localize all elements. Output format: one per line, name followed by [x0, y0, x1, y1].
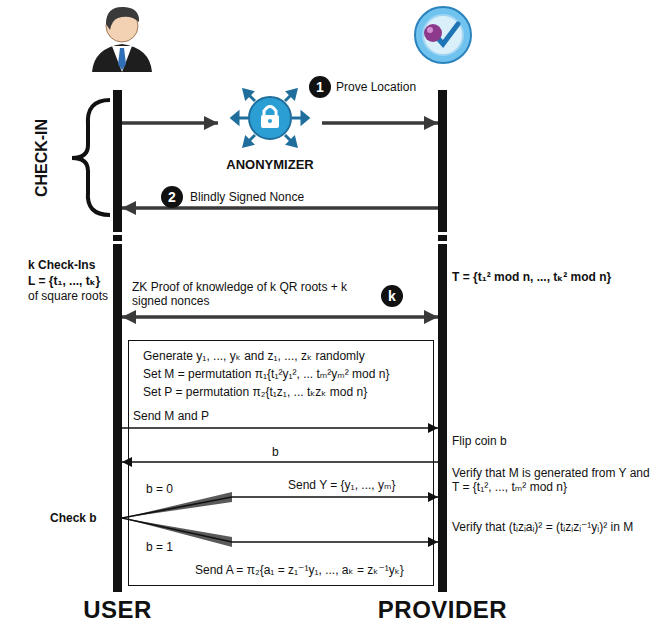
anonymizer-icon — [232, 90, 308, 146]
anonymizer-icon-part — [268, 119, 272, 123]
user-icon — [92, 7, 152, 72]
user-lifeline: USER — [113, 90, 122, 592]
message-label: Prove Location — [336, 80, 416, 94]
step-note: Check b — [50, 511, 97, 525]
message-arrow — [122, 461, 438, 463]
provider-lifeline: PROVIDER — [438, 90, 447, 592]
step-note: Verify that (tᵢzᵢaᵢ)² = (tᵢzᵢzᵢ⁻¹yᵢ)² in… — [452, 520, 652, 534]
message-arrow — [122, 518, 438, 542]
step-note: Flip coin b — [452, 434, 507, 448]
message-arrow — [122, 497, 438, 518]
message-label: Send M and P — [133, 409, 209, 423]
note: of square roots — [28, 289, 108, 303]
user-icon-part — [106, 7, 139, 30]
set-label: T = {t₁² mod n, ..., tₖ² mod n} — [452, 270, 611, 284]
callout-number: 1 — [309, 76, 331, 98]
anonymizer-icon-part — [264, 107, 276, 117]
message-label: b — [272, 445, 279, 459]
message-label: Blindly Signed Nonce — [190, 190, 304, 204]
node-title: ANONYMIZER — [226, 157, 313, 172]
anonymizer-icon-part — [261, 115, 279, 128]
branch-label: b = 1 — [146, 540, 173, 554]
anonymizer-icon-part — [232, 90, 308, 146]
message-label: ZK Proof of knowledge of k QR roots + k … — [132, 280, 362, 308]
callout-number: k — [381, 285, 403, 307]
step-text: Set M = permutation π₁{t₁²y₁², ... tₘ²yₘ… — [143, 365, 425, 383]
message-arrow — [122, 315, 438, 319]
check-in-brace — [72, 100, 110, 215]
provider-icon-part — [424, 24, 442, 42]
set-label: L = {t₁, ..., tₖ} — [28, 274, 100, 288]
branch-label: b = 0 — [146, 482, 173, 496]
node-title: USER — [83, 596, 152, 624]
anonymizer-icon-part-part — [244, 90, 252, 98]
anonymizer-node: ANONYMIZER — [218, 88, 322, 172]
provider-icon-part — [427, 27, 433, 33]
lifeline-break — [435, 241, 450, 244]
anonymizer-icon-part-part — [244, 138, 252, 146]
message-arrow — [322, 121, 438, 125]
message-arrow — [122, 427, 438, 429]
step-text: Set P = permutation π₂{t₁z₁, ... tₖzₖ mo… — [143, 383, 425, 401]
user-icon-part — [118, 48, 126, 70]
anonymizer-icon-part — [249, 97, 291, 139]
anonymizer-icon-part-part — [288, 90, 296, 98]
provider-icon — [415, 7, 471, 63]
provider-icon-part — [423, 15, 463, 55]
note: k Check-Ins — [28, 258, 95, 272]
user-icon-part — [112, 46, 132, 72]
callout-number: 2 — [161, 186, 183, 208]
anonymizer-icon-part-part — [302, 113, 308, 123]
step-note: Verify that M is generated from Y and T … — [452, 466, 652, 494]
anonymizer-icon-part-part — [232, 113, 238, 123]
lifeline-break — [435, 232, 450, 235]
message-arrow — [122, 121, 218, 125]
protocol-box: Generate y₁, ..., yₖ and z₁, ..., zₖ ran… — [128, 340, 434, 586]
message-label: Send Y = {y₁, ..., yₘ} — [288, 478, 395, 492]
provider-icon-part — [415, 7, 471, 63]
step-text: Generate y₁, ..., yₖ and z₁, ..., zₖ ran… — [143, 347, 425, 365]
lifeline-break — [110, 232, 125, 235]
message-label: Send A = π₂{a₁ = z₁⁻¹y₁, ..., aₖ = zₖ⁻¹y… — [195, 563, 404, 577]
group-label: CHECK-IN — [35, 119, 49, 197]
anonymizer-icon-part-part — [288, 138, 296, 146]
node-title: PROVIDER — [378, 596, 507, 624]
lifeline-break — [110, 241, 125, 244]
user-icon-part — [92, 44, 152, 72]
